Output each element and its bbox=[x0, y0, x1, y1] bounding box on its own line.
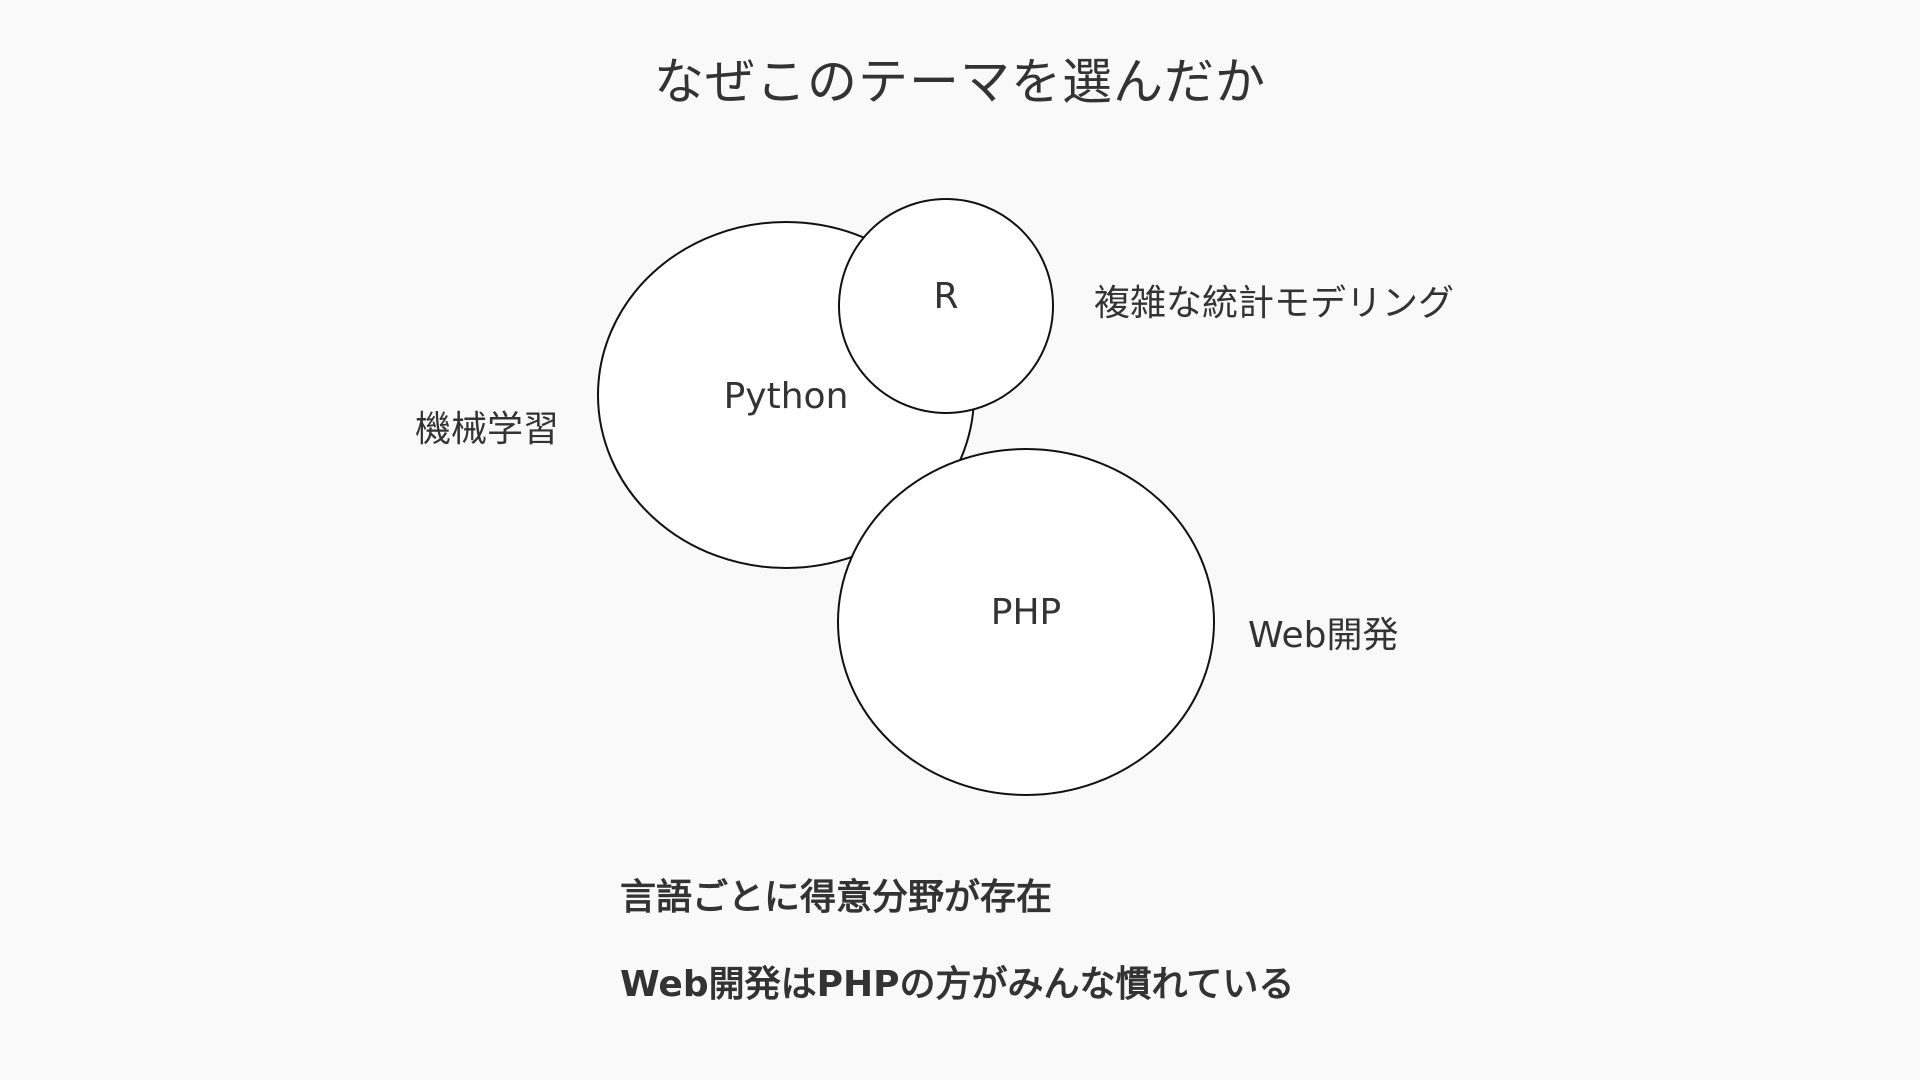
python-label: Python bbox=[724, 376, 849, 417]
point-2: Web開発はPHPの方がみんな慣れている bbox=[620, 964, 1295, 1005]
php-label: PHP bbox=[991, 592, 1062, 633]
php-circle bbox=[837, 448, 1215, 796]
python-annotation: 機械学習 bbox=[415, 409, 560, 450]
r-circle bbox=[838, 198, 1054, 414]
php-annotation: Web開発 bbox=[1248, 615, 1399, 656]
point-1: 言語ごとに得意分野が存在 bbox=[620, 877, 1053, 918]
r-label: R bbox=[933, 276, 958, 317]
r-annotation: 複雑な統計モデリング bbox=[1094, 283, 1455, 324]
slide-title: なぜこのテーマを選んだか bbox=[654, 53, 1266, 111]
